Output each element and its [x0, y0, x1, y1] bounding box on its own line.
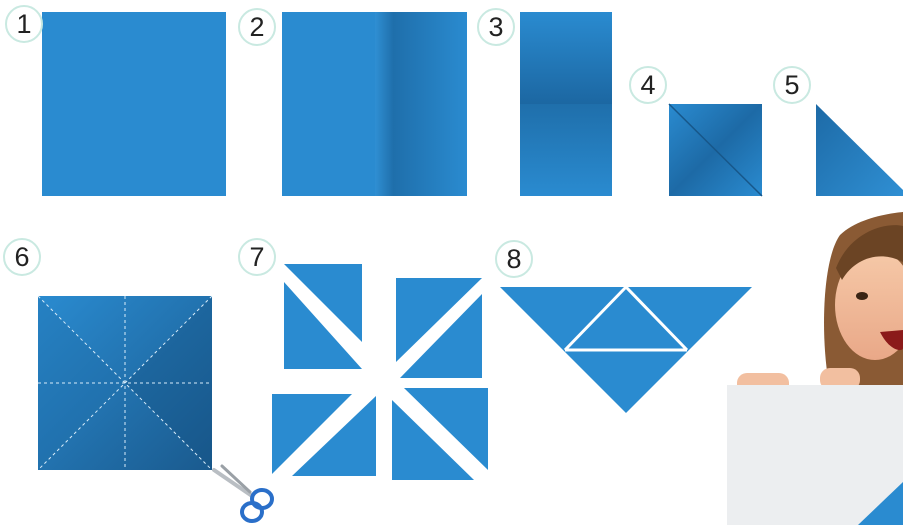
step-3-folded-paper [520, 12, 612, 196]
step-1-number: 1 [5, 5, 43, 43]
step-5-folded-triangle [816, 104, 903, 196]
white-board [727, 385, 903, 525]
step-2-number: 2 [238, 8, 276, 46]
step-1-square-paper [42, 12, 226, 196]
scissors-icon [214, 466, 272, 521]
step-2-folded-paper [282, 12, 467, 196]
step-3-number: 3 [477, 8, 515, 46]
girl-photo [737, 212, 903, 395]
step-5-number: 5 [773, 66, 811, 104]
step-4-number: 4 [629, 66, 667, 104]
step-8-number: 8 [495, 240, 533, 278]
step-7-number: 7 [238, 238, 276, 276]
step-6-creased-square [38, 296, 212, 470]
step-7-cut-triangles [272, 264, 488, 480]
step-8-assembled-triangle [500, 287, 752, 413]
step-4-folded-square [669, 104, 762, 196]
step-6-number: 6 [3, 238, 41, 276]
